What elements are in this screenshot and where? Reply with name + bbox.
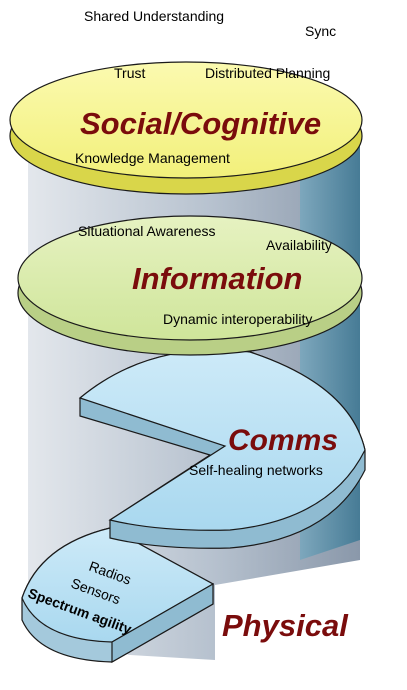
social-cognitive-title: Social/Cognitive <box>80 106 321 141</box>
trust-label: Trust <box>114 65 145 81</box>
comms-title: Comms <box>228 424 338 457</box>
social-cognitive-layer <box>9 61 363 195</box>
dynamic-interoperability-label: Dynamic interoperability <box>163 311 312 327</box>
situational-awareness-label: Situational Awareness <box>78 223 216 239</box>
sync-label: Sync <box>305 23 336 39</box>
information-title: Information <box>132 261 303 296</box>
physical-title: Physical <box>222 608 349 643</box>
shared-understanding-label: Shared Understanding <box>84 8 224 24</box>
distributed-planning-label: Distributed Planning <box>205 65 330 81</box>
physical-layer <box>21 527 215 664</box>
information-layer <box>17 215 363 356</box>
availability-label: Availability <box>266 237 332 253</box>
knowledge-management-label: Knowledge Management <box>75 150 230 166</box>
self-healing-networks-label: Self-healing networks <box>189 462 323 478</box>
